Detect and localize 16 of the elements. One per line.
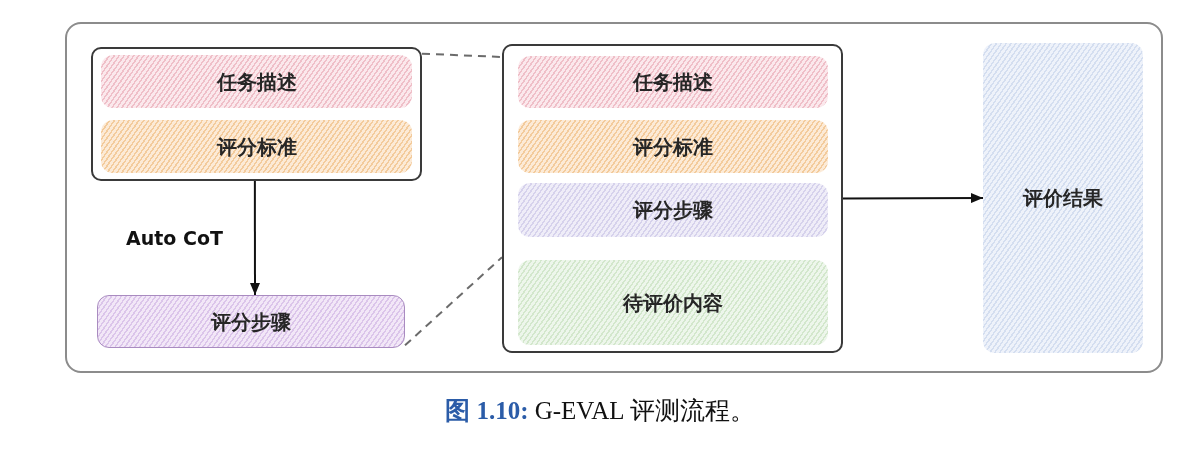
hatched-box: 评分标准	[518, 120, 828, 173]
hatched-box: 评分步骤	[97, 295, 405, 348]
hatched-box: 任务描述	[518, 56, 828, 108]
hatched-box: 评分标准	[101, 120, 412, 173]
hatched-box: 评分步骤	[518, 183, 828, 237]
dashed-line	[421, 52, 503, 58]
edge-label: Auto CoT	[126, 227, 223, 249]
caption: 图 1.10: G-EVAL 评测流程。	[445, 396, 755, 426]
hatched-box: 待评价内容	[518, 260, 828, 345]
arrow	[250, 180, 260, 296]
hatched-box: 评价结果	[983, 43, 1143, 353]
arrow	[842, 193, 984, 204]
dashed-line	[404, 256, 503, 347]
hatched-box: 任务描述	[101, 55, 412, 108]
container-box	[91, 47, 422, 181]
container-box	[502, 44, 843, 353]
